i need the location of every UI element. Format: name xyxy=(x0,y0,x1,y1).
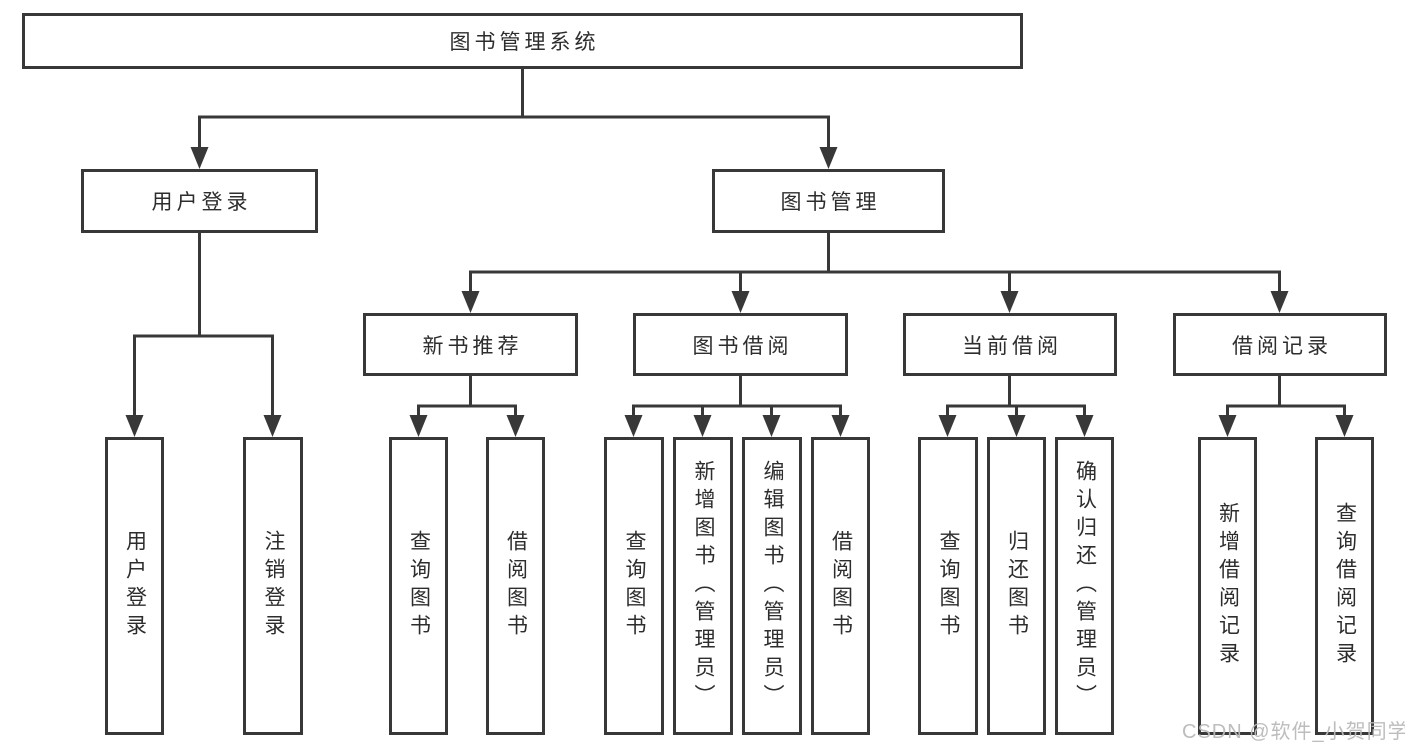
node-label: 新增图书（管理员） xyxy=(692,460,715,712)
node-book-borrowing: 图书借阅 xyxy=(633,313,848,376)
node-label: 注销登录 xyxy=(262,530,285,642)
node-label: 当前借阅 xyxy=(962,334,1062,358)
node-current-borrowing: 当前借阅 xyxy=(903,313,1117,376)
node-borrowing-records: 借阅记录 xyxy=(1173,313,1387,376)
leaf-query-books-borrow: 查询图书 xyxy=(604,437,664,735)
node-label: 借阅记录 xyxy=(1232,334,1332,358)
leaf-user-login: 用户登录 xyxy=(105,437,164,735)
leaf-add-borrow-record: 新增借阅记录 xyxy=(1198,437,1257,735)
leaf-borrow-books-recommend: 借阅图书 xyxy=(486,437,545,735)
node-user-login: 用户登录 xyxy=(81,169,318,233)
node-label: 图书管理 xyxy=(780,191,881,214)
node-library-management-system: 图书管理系统 xyxy=(22,13,1023,69)
leaf-logout: 注销登录 xyxy=(243,437,303,735)
leaf-add-books-admin: 新增图书（管理员） xyxy=(673,437,733,735)
leaf-query-books-recommend: 查询图书 xyxy=(389,437,448,735)
leaf-return-books: 归还图书 xyxy=(987,437,1046,735)
node-label: 查询借阅记录 xyxy=(1333,502,1357,670)
leaf-edit-books-admin: 编辑图书（管理员） xyxy=(742,437,802,735)
node-label: 图书借阅 xyxy=(692,334,793,358)
leaf-confirm-return-admin: 确认归还（管理员） xyxy=(1055,437,1114,735)
node-book-management: 图书管理 xyxy=(712,169,945,233)
node-label: 新书推荐 xyxy=(422,334,523,358)
node-label: 归还图书 xyxy=(1005,530,1029,642)
node-label: 用户登录 xyxy=(151,191,252,214)
node-label: 查询图书 xyxy=(937,530,960,642)
leaf-query-borrow-record: 查询借阅记录 xyxy=(1315,437,1374,735)
node-label: 编辑图书（管理员） xyxy=(761,460,784,712)
node-label: 用户登录 xyxy=(123,530,147,642)
node-label: 新增借阅记录 xyxy=(1216,502,1240,670)
node-label: 图书管理系统 xyxy=(449,31,600,54)
node-label: 确认归还（管理员） xyxy=(1073,460,1097,712)
csdn-watermark: CSDN @软件_小贺同学 xyxy=(1182,721,1405,743)
node-new-book-recommendation: 新书推荐 xyxy=(363,313,578,376)
node-label: 查询图书 xyxy=(407,530,431,642)
node-label: 借阅图书 xyxy=(829,530,853,642)
node-label: 借阅图书 xyxy=(504,530,528,642)
leaf-query-books-current: 查询图书 xyxy=(918,437,978,735)
node-label: 查询图书 xyxy=(623,530,646,642)
leaf-borrow-books: 借阅图书 xyxy=(811,437,870,735)
